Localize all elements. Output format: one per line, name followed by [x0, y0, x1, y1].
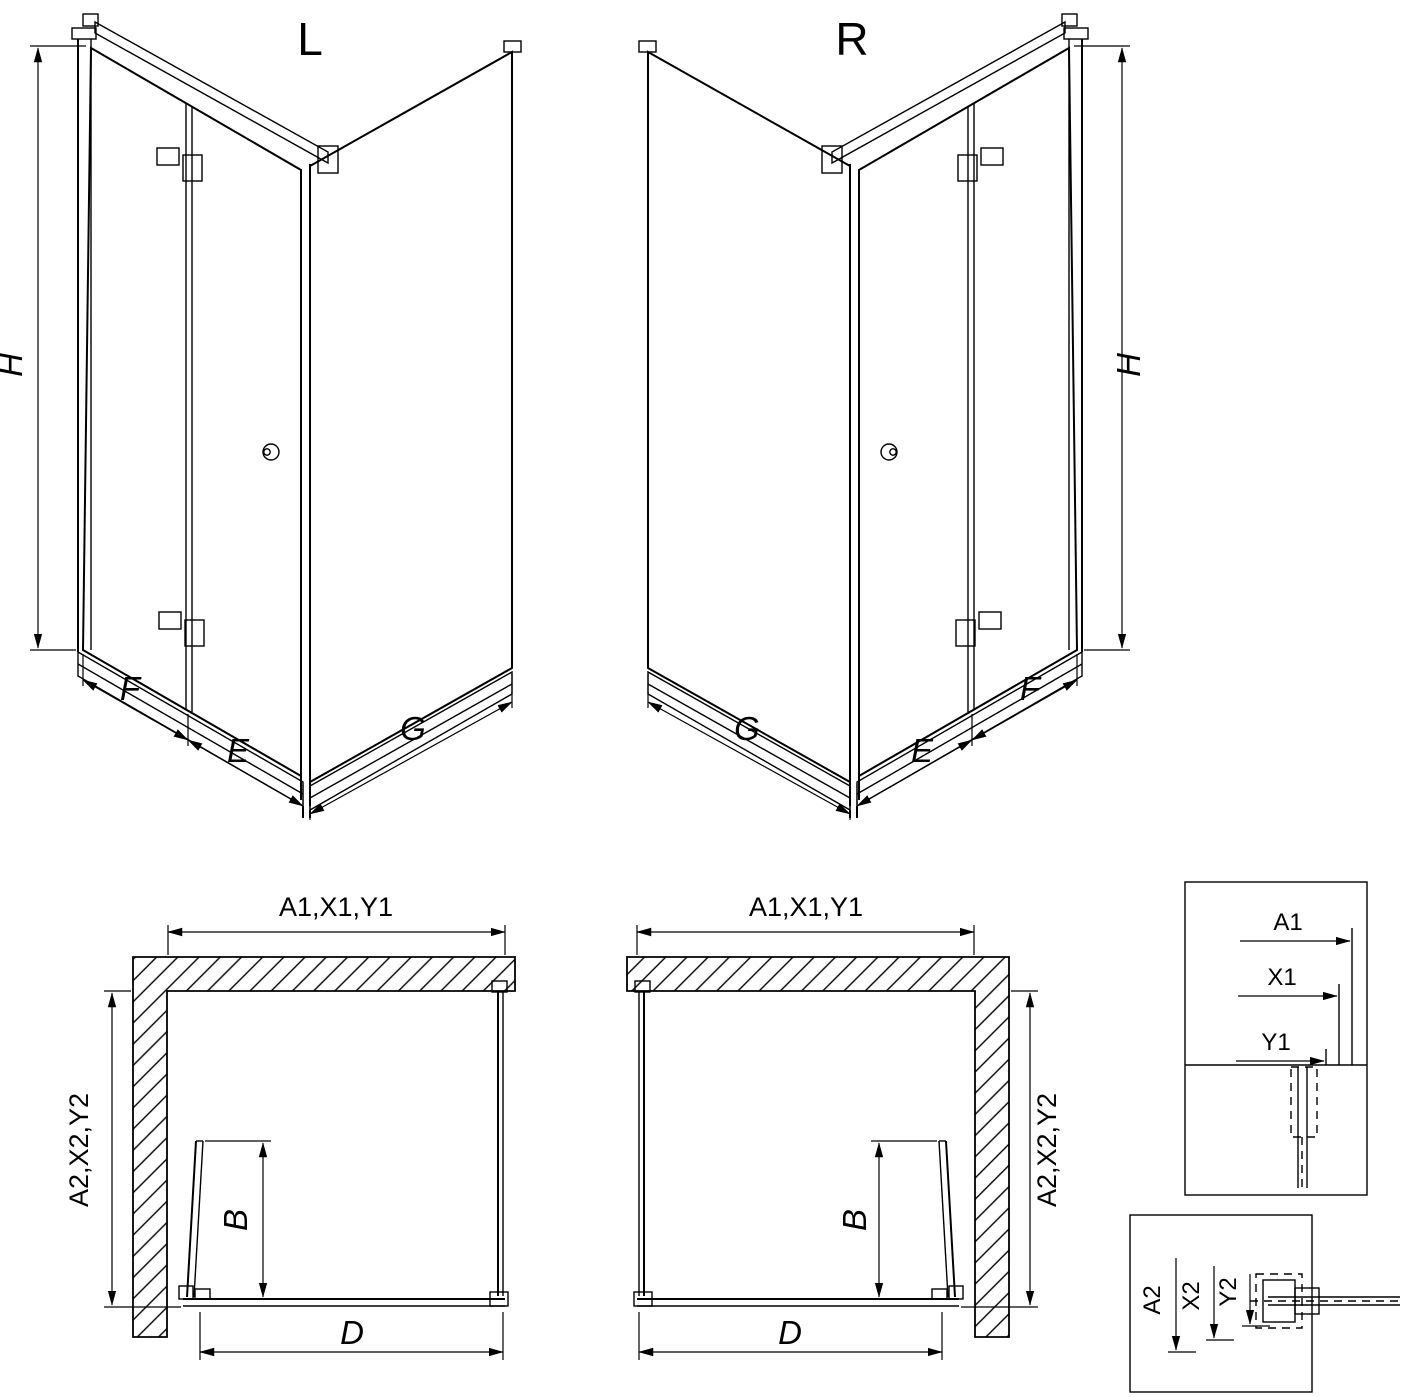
- detail-view-bottom: A2 X2 Y2: [1129, 1214, 1400, 1393]
- plan-view-right: A1,X1,Y1 A2,X2,Y2 B D: [626, 892, 1062, 1360]
- dim-label-side-right: G: [734, 710, 760, 747]
- detail-dim-x2: X2: [1178, 1281, 1205, 1310]
- dim-label-door-swing-left: B: [217, 1209, 254, 1231]
- variant-label-left: L: [297, 13, 323, 65]
- dim-label-depth-right: A2,X2,Y2: [1032, 1093, 1062, 1207]
- iso-view-left: L H F E G: [0, 13, 521, 820]
- dim-label-height-right: H: [1110, 353, 1147, 377]
- detail-dim-a1: A1: [1273, 909, 1302, 936]
- dim-label-door-swing-right: B: [836, 1209, 873, 1231]
- detail-bottom-reference-lines: [1168, 1258, 1270, 1353]
- detail-bottom-frame: [1129, 1214, 1313, 1393]
- detail-dim-x1: X1: [1267, 964, 1296, 991]
- dim-label-fold-left: E: [227, 732, 250, 769]
- detail-top-frame: [1184, 881, 1368, 1196]
- dim-label-depth-left: A2,X2,Y2: [64, 1093, 94, 1207]
- iso-geometry-left: [30, 14, 521, 820]
- detail-dim-y1: Y1: [1261, 1029, 1290, 1056]
- dim-label-height-left: H: [0, 353, 29, 377]
- detail-top-reference-lines: [1236, 928, 1353, 1066]
- dim-label-fold-right: E: [911, 732, 934, 769]
- detail-dim-a2: A2: [1139, 1285, 1166, 1314]
- iso-view-right: R H F E G: [639, 13, 1147, 820]
- dim-label-side-left: G: [400, 710, 426, 747]
- dim-label-door-left: F: [120, 670, 142, 707]
- variant-label-right: R: [835, 13, 868, 65]
- detail-dim-y2: Y2: [1215, 1277, 1242, 1306]
- detail-top-wall-profile: [1290, 1066, 1318, 1188]
- iso-geometry-right: [639, 14, 1130, 820]
- dim-label-opening-right: D: [778, 1314, 802, 1351]
- plan-view-left: A1,X1,Y1 A2,X2,Y2 B D: [64, 892, 516, 1360]
- detail-view-top: A1 X1 Y1: [1184, 881, 1368, 1196]
- dim-label-door-right: F: [1020, 670, 1042, 707]
- dim-label-top-width-right: A1,X1,Y1: [749, 892, 863, 922]
- dim-label-opening-left: D: [340, 1314, 364, 1351]
- detail-bottom-wall-profile: [1250, 1273, 1400, 1329]
- dim-label-top-width-left: A1,X1,Y1: [279, 892, 393, 922]
- wall-section-right: [626, 956, 1010, 1338]
- wall-section-left: [132, 956, 516, 1338]
